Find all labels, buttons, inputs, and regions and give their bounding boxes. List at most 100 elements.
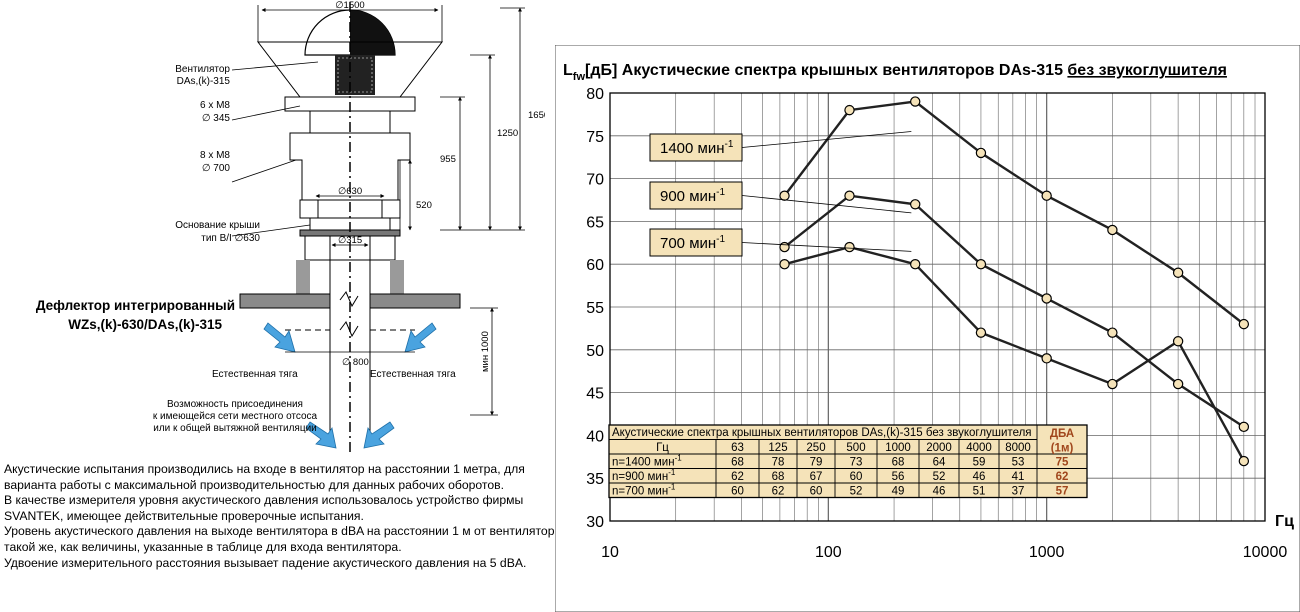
dim-diameter-630: ∅630	[338, 186, 362, 197]
table-cell: 59	[973, 457, 986, 469]
data-point	[975, 147, 987, 159]
label-fan-line1: Вентилятор	[175, 64, 230, 75]
plot-frame	[609, 92, 1266, 522]
label-bolts1-line2: ∅ 345	[202, 113, 231, 124]
legend-leader-line	[741, 242, 912, 252]
y-tick-label: 75	[586, 129, 604, 146]
title-main: Акустические спектра крышных вентиляторо…	[617, 62, 1067, 79]
dim-diameter-800: ∅ 800	[342, 357, 369, 368]
dim-height-1250: 1250	[497, 128, 518, 139]
legend-label: 900 мин-1	[660, 187, 726, 205]
table-header-cell: Гц	[656, 442, 669, 454]
roof-slab	[239, 293, 331, 309]
data-point	[1172, 336, 1184, 347]
y-tick-label: 40	[586, 428, 604, 445]
table-dba-value: 57	[1056, 486, 1069, 498]
table-cell: 73	[850, 457, 863, 469]
dim-height-955: 955	[440, 154, 456, 165]
dim-diameter-315: ∅315	[338, 235, 362, 246]
table-cell: 62	[772, 486, 785, 498]
table-cell: 60	[810, 486, 823, 498]
table-cell: 68	[892, 457, 905, 469]
dim-height-520: 520	[416, 200, 432, 211]
x-tick-label: 10	[601, 544, 619, 561]
data-point	[910, 199, 921, 210]
data-point	[1238, 421, 1250, 433]
y-tick-label: 35	[586, 471, 604, 488]
note-paragraph: Акустические испытания производились на …	[4, 462, 525, 492]
legend-box	[649, 181, 743, 210]
data-point	[779, 258, 790, 270]
legend-label: 700 мин-1	[660, 234, 726, 252]
legend-box	[649, 228, 743, 257]
note-paragraph: В качестве измерителя уровня акустическо…	[4, 493, 524, 523]
fan-dome	[304, 9, 396, 95]
table-cell: 52	[850, 486, 863, 498]
table-cell: 64	[933, 457, 946, 469]
title-subscript: fw	[573, 71, 586, 83]
label-connect-line1: Возможность присоединения	[167, 399, 303, 410]
data-point	[1107, 378, 1118, 390]
table-cell: 60	[850, 471, 863, 483]
airflow-arrows	[263, 322, 437, 449]
data-point	[910, 258, 921, 270]
data-point	[1041, 293, 1052, 304]
table-cell: 78	[772, 457, 785, 469]
table-header-cell: 8000	[1005, 442, 1031, 454]
data-point	[975, 327, 987, 338]
svg-text:Lfw[дБ] Акустические спектра к: Lfw[дБ] Акустические спектра крышных вен…	[563, 62, 1227, 83]
table-dba-header: (1м)	[1051, 443, 1074, 455]
data-point	[1238, 455, 1250, 467]
label-draft-right: Естественная тяга	[370, 369, 456, 380]
table-cell: 41	[1012, 471, 1025, 483]
table-header-cell: 250	[806, 442, 825, 454]
table-cell: 79	[810, 457, 823, 469]
acoustic-spectrum-chart: Lfw[дБ] Акустические спектра крышных вен…	[555, 45, 1300, 612]
table-cell: 37	[1012, 486, 1025, 498]
table-row-label: n=900 мин-1	[612, 468, 676, 483]
x-tick-label: 100	[815, 544, 842, 561]
label-fan-line2: DAs,(k)-315	[177, 76, 231, 87]
table-cell: 68	[772, 471, 785, 483]
chart-title: Lfw[дБ] Акустические спектра крышных вен…	[563, 62, 1227, 83]
y-tick-label: 55	[586, 300, 604, 317]
table-cell: 53	[1012, 457, 1025, 469]
series-lines	[779, 96, 1250, 467]
label-connect-line2: к имеющейся сети местного отсоса	[153, 411, 318, 422]
table-cell: 56	[892, 471, 905, 483]
y-tick-label: 65	[586, 214, 604, 231]
data-point	[844, 190, 855, 201]
series-line	[783, 194, 1245, 428]
label-base-line2: тип B/I ∅630	[201, 233, 260, 244]
y-tick-label: 60	[586, 257, 604, 274]
title-symbol: L	[563, 62, 573, 79]
data-point	[779, 241, 790, 253]
table-cell: 67	[810, 471, 823, 483]
fan-technical-drawing: ∅1500 1650 1250 955 ∅630 520 ∅315 ∅ 800 …	[36, 0, 545, 455]
dim-diameter-1500: ∅1500	[335, 0, 364, 11]
table-cell: 46	[933, 486, 946, 498]
label-deflector-line1: Дефлектор интегрированный	[36, 298, 235, 313]
table-header-cell: 4000	[966, 442, 992, 454]
table-title: Акустические спектра крышных вентиляторо…	[612, 427, 1032, 439]
data-point	[844, 241, 855, 253]
x-tick-label: 1000	[1029, 544, 1065, 561]
data-point	[844, 104, 855, 116]
table-header-cell: 500	[846, 442, 865, 454]
table-header-cell: 63	[731, 442, 744, 454]
y-tick-label: 70	[586, 172, 604, 189]
data-point	[1172, 378, 1184, 390]
data-point	[1041, 353, 1052, 364]
label-connect-line3: или к общей вытяжной вентиляции	[153, 422, 317, 434]
table-dba-value: 75	[1056, 457, 1069, 469]
table-frame	[608, 424, 1088, 499]
note-paragraph: Уровень акустического давления на выходе…	[4, 524, 562, 554]
title-underlined: без звукоглушителя	[1067, 62, 1227, 79]
duct	[329, 236, 371, 440]
label-bolts2-line1: 8 x M8	[200, 150, 230, 161]
legend-leaders	[741, 131, 912, 252]
table-cell: 49	[892, 486, 905, 498]
